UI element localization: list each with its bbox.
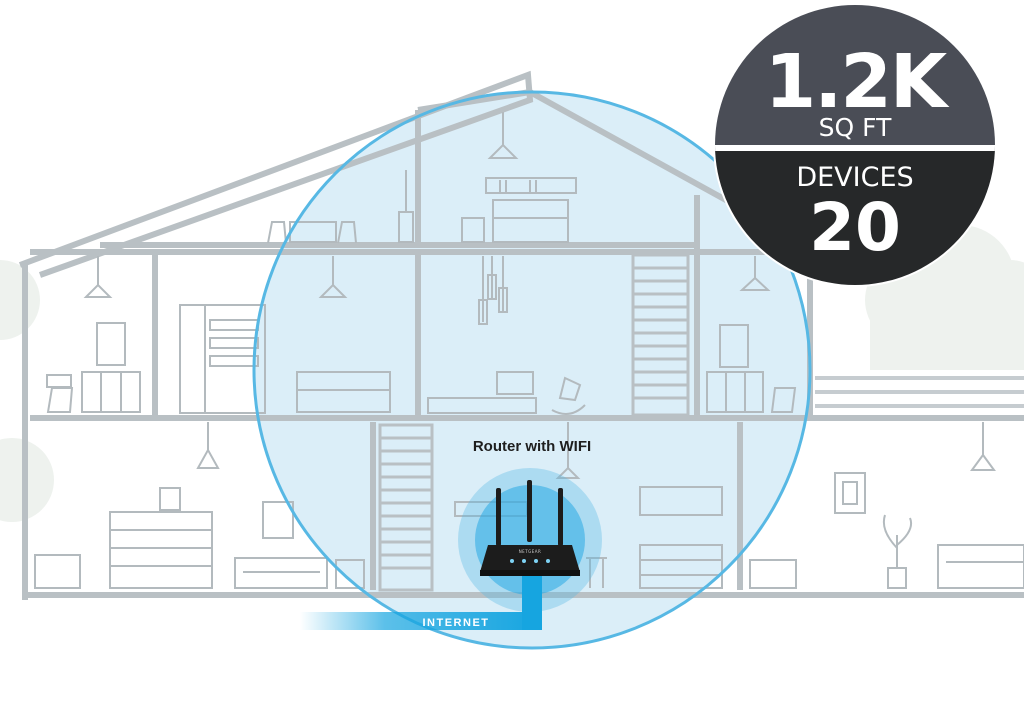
area-value: 1.2K: [765, 39, 950, 125]
bathroom-vanity: [81, 371, 141, 413]
bathroom-mirror: [96, 322, 126, 366]
bedroom-lamp: [318, 256, 348, 298]
kitchen-stools: [586, 557, 607, 588]
wifi-coverage-outline: [252, 90, 812, 650]
wifi-coverage-area: [254, 92, 810, 648]
kitchen-cabinets: [639, 486, 723, 589]
attic-shelf: [485, 177, 577, 194]
right-room-lamp: [739, 256, 771, 291]
bathroom-lamp: [83, 256, 113, 298]
tv-console: [427, 371, 537, 414]
rocking-chair: [551, 376, 586, 415]
attic-lamp-tall: [398, 170, 414, 243]
router-brand: NETGEAR: [519, 549, 542, 554]
right-room-dresser: [706, 371, 764, 413]
attic-bed: [492, 199, 569, 243]
router-icon: [480, 480, 580, 576]
bookshelf: [109, 487, 213, 589]
wardrobe: [179, 304, 266, 414]
bedroom-bed: [296, 371, 391, 413]
ground-left-cabinet: [34, 554, 81, 589]
attic-nightstand: [461, 217, 485, 243]
bathroom-toilet: [46, 374, 74, 413]
area-unit: SQ FT: [819, 113, 892, 142]
router-label: Router with WIFI: [473, 438, 591, 455]
devices-label: DEVICES: [796, 162, 913, 193]
garage-wing: [815, 376, 1024, 408]
internet-label: INTERNET: [423, 617, 490, 629]
ground-right-picture: [834, 472, 866, 514]
right-room-mirror: [719, 324, 749, 368]
staircase-upper: [631, 253, 690, 417]
ground-left-lamp: [196, 422, 220, 469]
pendant-lights: [478, 256, 508, 325]
sofa-right: [937, 544, 1024, 589]
attic-lamp: [487, 112, 519, 159]
kitchen-lamp: [555, 422, 581, 479]
ground-left-picture: [262, 501, 294, 539]
right-room-toilet: [770, 387, 797, 413]
plant: [882, 514, 913, 589]
staircase-lower: [378, 423, 434, 592]
devices-value: 20: [809, 189, 901, 266]
ground-armchair: [335, 559, 365, 589]
sofa-left: [234, 557, 328, 589]
internet-cable: [300, 570, 542, 630]
ground-right-cabinet: [749, 559, 797, 589]
ground-right-lamp: [970, 422, 996, 471]
